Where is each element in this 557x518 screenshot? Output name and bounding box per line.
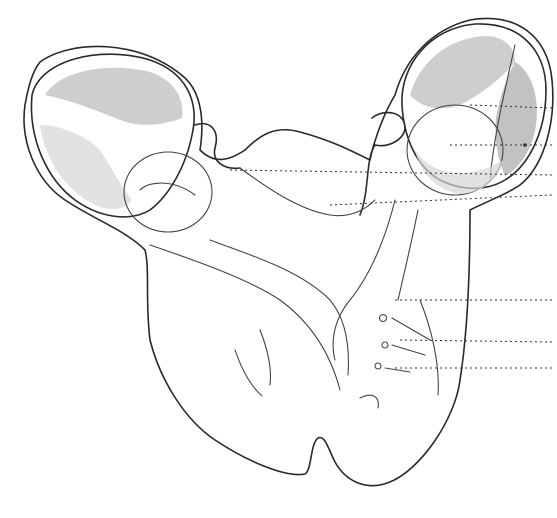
inner-canal-3 <box>398 210 418 300</box>
pore-line-1 <box>392 318 430 340</box>
central-fold <box>240 168 375 216</box>
pore-3 <box>375 363 381 369</box>
left-cavity-shade-upper <box>45 68 183 125</box>
left-cavity-shade-lower <box>40 125 132 209</box>
inner-canal <box>150 245 340 390</box>
leader-dot-2 <box>523 143 527 147</box>
central-process-right <box>360 113 405 215</box>
lower-stroke-1 <box>235 350 262 396</box>
pore-line-2 <box>392 345 425 355</box>
lower-stroke-3 <box>420 300 438 395</box>
pore-line-3 <box>385 368 410 372</box>
inner-canal-2 <box>333 200 395 360</box>
lower-stroke-2 <box>260 330 271 385</box>
leader-line-6 <box>400 340 552 342</box>
central-fold-lower <box>210 240 348 375</box>
pore-1 <box>380 315 387 322</box>
pore-2 <box>382 342 388 348</box>
notch-mark <box>360 395 378 408</box>
